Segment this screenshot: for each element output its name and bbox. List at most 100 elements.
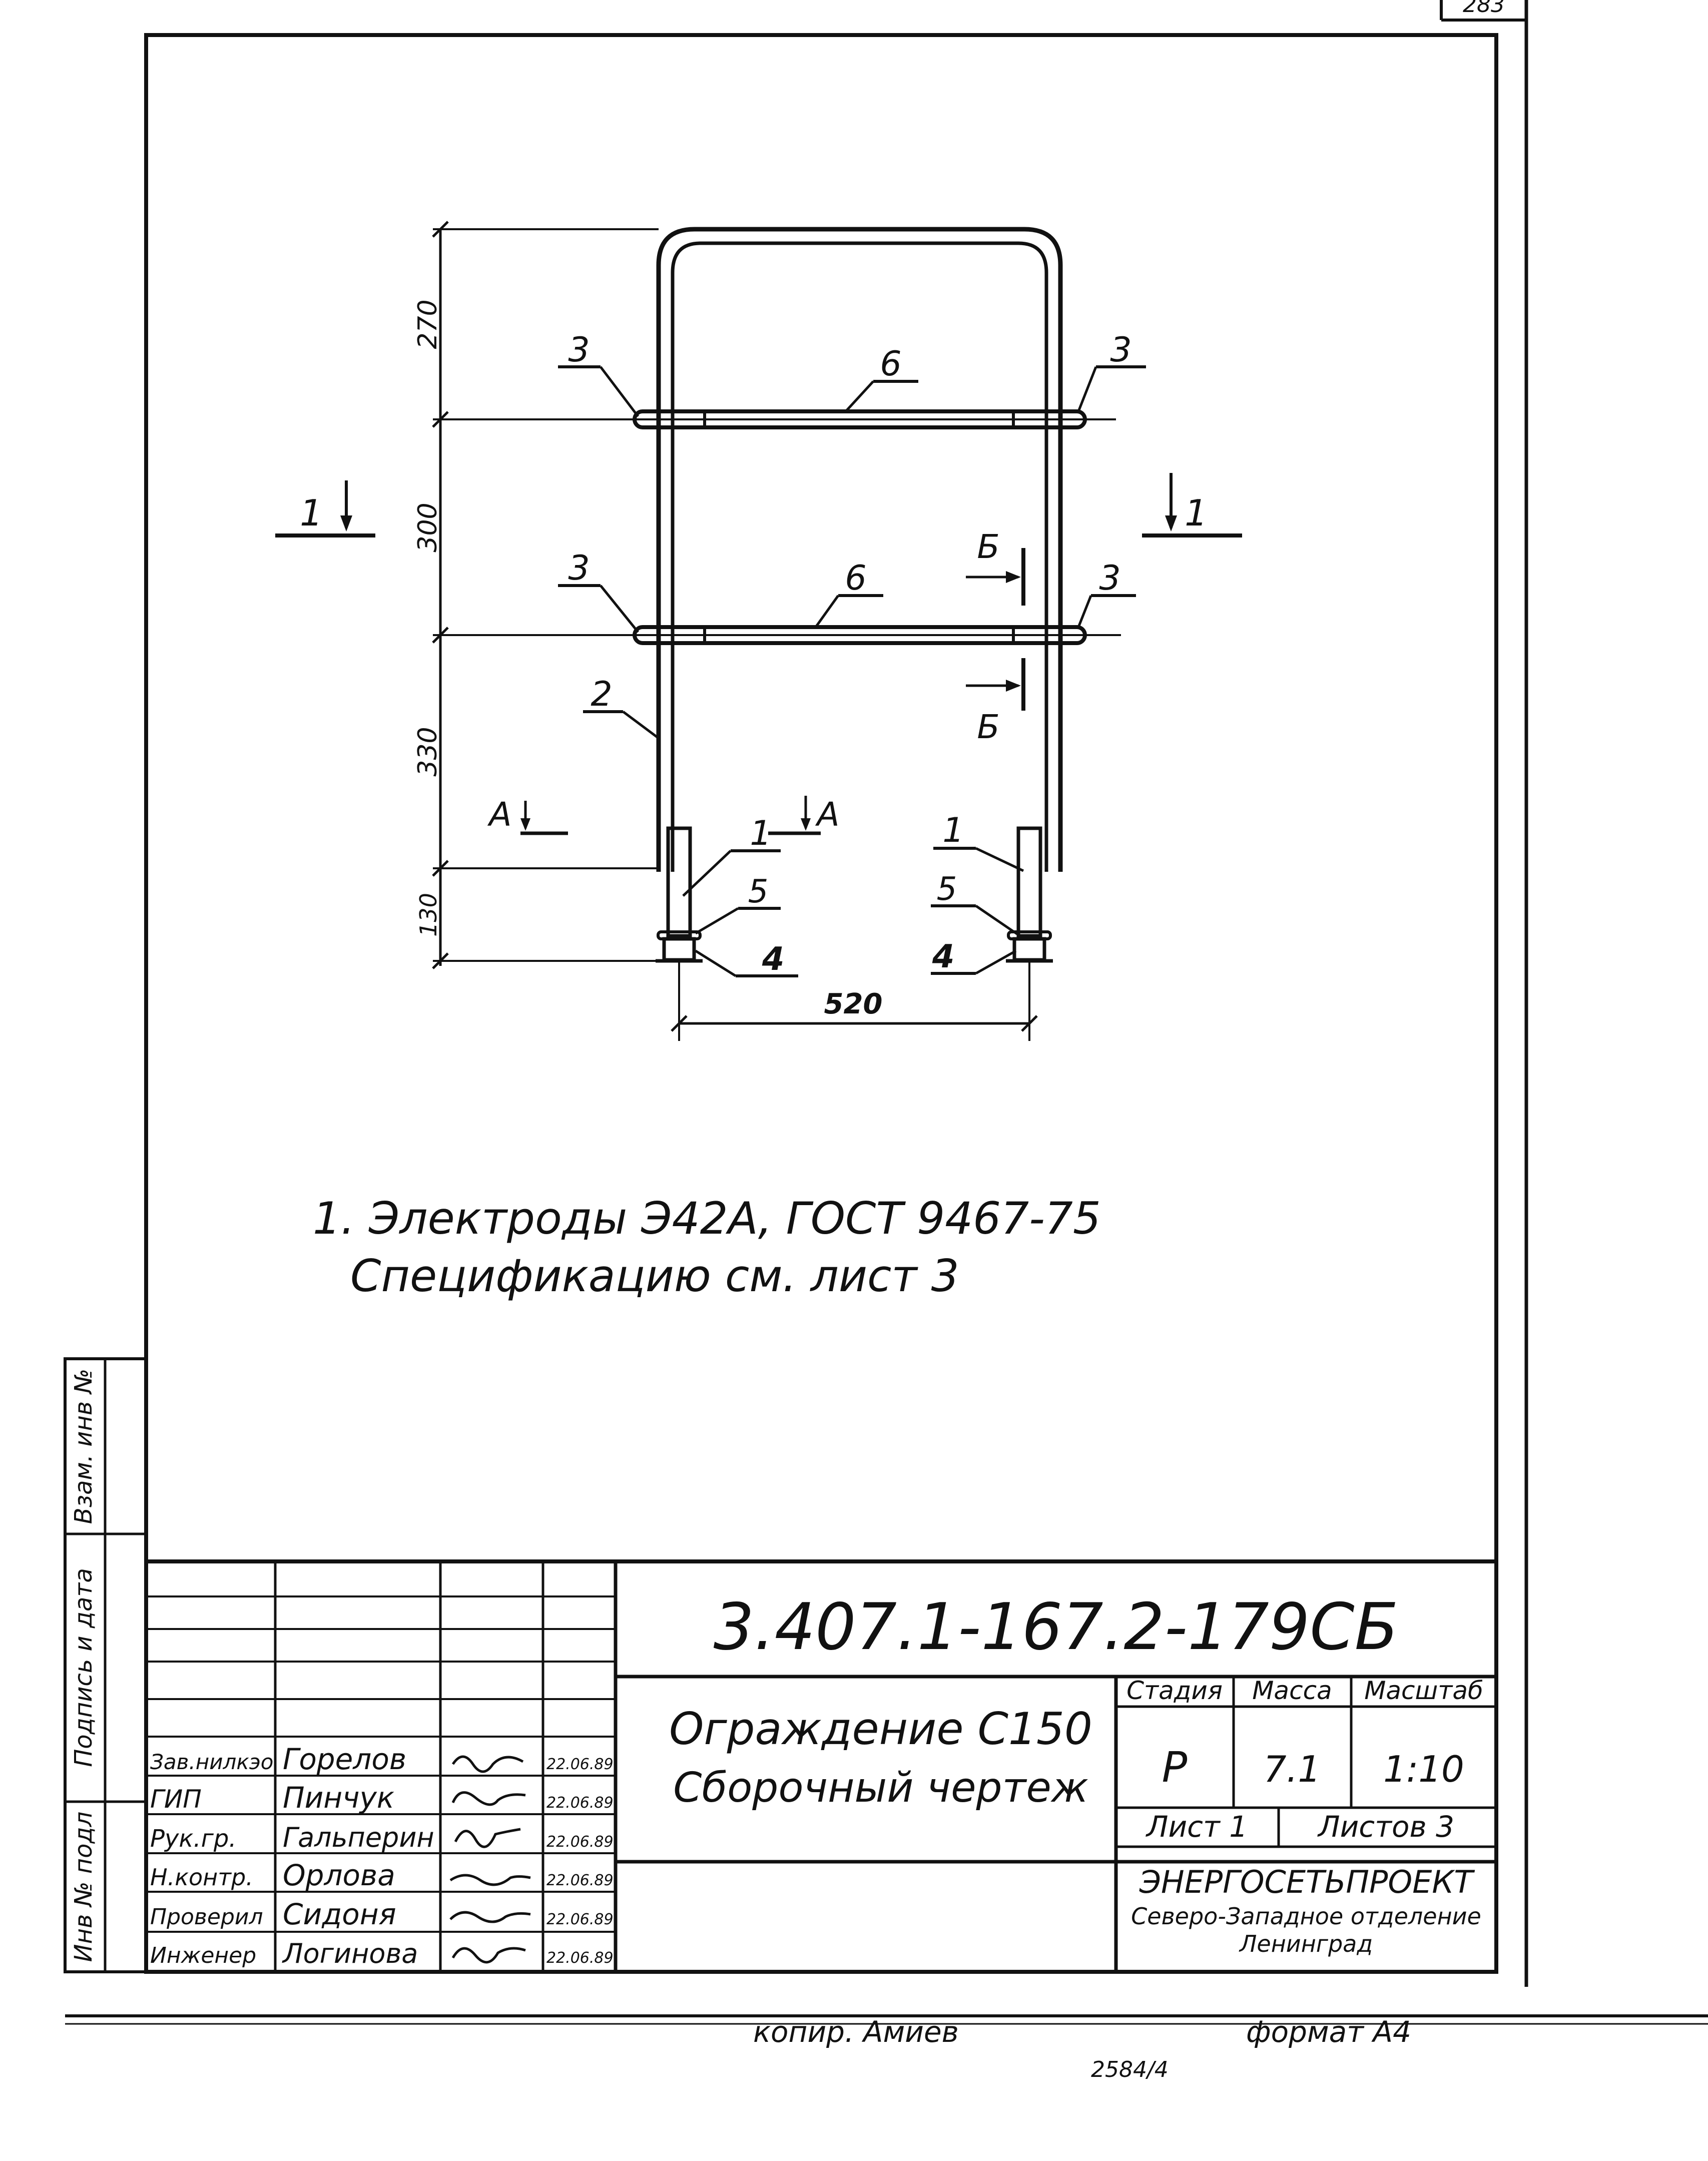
- role-1: ГИП: [150, 1785, 202, 1814]
- callout-4-right: 4: [932, 938, 955, 975]
- leader-6-upper: [845, 380, 874, 412]
- dim-300: 300: [413, 502, 443, 552]
- callout-1-left: 1: [750, 814, 771, 853]
- note-specification: Спецификацию см. лист 3: [350, 1250, 959, 1302]
- leader-5-left: [695, 907, 739, 935]
- signature-mark: [449, 1874, 531, 1886]
- tick-crossbar-lower: [432, 627, 449, 644]
- leader-4-left: [695, 949, 737, 977]
- name-0: Горелов: [283, 1742, 406, 1776]
- leader-6-lower: [814, 595, 840, 628]
- date-2: 22.06.89: [546, 1833, 614, 1851]
- footer-number: 2584/4: [1091, 2057, 1169, 2082]
- role-5: Инженер: [150, 1943, 256, 1968]
- section-a-left-label: А: [487, 795, 511, 834]
- signature-mark: [454, 1828, 521, 1848]
- signatures: [449, 1755, 531, 1964]
- org-line-3: Ленинград: [1239, 1930, 1373, 1957]
- callout-4-left: 4: [762, 941, 785, 978]
- callout-5-right: 5: [937, 871, 957, 908]
- org-line-1: ЭНЕРГОСЕТЬПРОЕКТ: [1139, 1864, 1475, 1900]
- callout-6-upper: 6: [880, 344, 901, 384]
- leader-2: [622, 710, 660, 740]
- section-a-left-arrowhead: [520, 818, 530, 831]
- name-4: Сидоня: [283, 1897, 396, 1931]
- dim-330: 330: [413, 727, 443, 776]
- mass-header: Масса: [1252, 1676, 1332, 1705]
- signature-mark: [451, 1947, 526, 1964]
- signature-mark: [449, 1911, 531, 1923]
- section-1-left-label: 1: [300, 492, 323, 534]
- callout-3-upper-right: 3: [1110, 330, 1131, 370]
- role-3: Н.контр.: [150, 1864, 253, 1891]
- leader-3-lower-left: [600, 585, 639, 633]
- callout-3-lower-right: 3: [1099, 559, 1120, 598]
- role-4: Проверил: [150, 1904, 263, 1930]
- callout-6-lower: 6: [845, 559, 866, 598]
- title-block: 3.407.1-167.2-179СБ Ограждение С150 Сбор…: [144, 1559, 1498, 1974]
- leader-4-right: [975, 949, 1017, 975]
- section-b-bottom-arrowhead: [1006, 680, 1021, 692]
- stud-left: [666, 826, 692, 938]
- name-5: Логинова: [282, 1938, 418, 1969]
- tick-top: [432, 221, 449, 238]
- signature-mark: [451, 1755, 524, 1773]
- date-0: 22.06.89: [546, 1756, 614, 1773]
- name-2: Гальперин: [283, 1822, 434, 1853]
- dimensions: 270 300 330 130 520: [413, 221, 1121, 1041]
- sheet-label: Лист 1: [1146, 1810, 1248, 1844]
- tick-stud-top: [432, 860, 449, 877]
- sheets-label: Листов 3: [1317, 1810, 1454, 1844]
- leader-5-right: [975, 904, 1019, 936]
- leader-1-right: [975, 847, 1024, 872]
- callout-1-right: 1: [942, 811, 964, 850]
- nut-right: [1012, 937, 1046, 962]
- leader-3-upper-left: [600, 366, 639, 417]
- side-stamp: Взам. инв № Подпись и дата Инв № подл: [64, 1357, 148, 1973]
- side-stamp-sign-date: Подпись и дата: [70, 1568, 98, 1767]
- name-3: Орлова: [283, 1858, 395, 1892]
- date-5: 22.06.89: [546, 1949, 614, 1967]
- leader-3-lower-right: [1077, 595, 1092, 628]
- stage-value: Р: [1162, 1743, 1188, 1792]
- callout-3-upper-left: 3: [568, 330, 590, 370]
- mass-value: 7.1: [1264, 1748, 1321, 1790]
- name-1: Пинчук: [283, 1781, 394, 1815]
- footer-format: формат А4: [1246, 2015, 1411, 2049]
- dim-520-tick-right: [1021, 1015, 1038, 1032]
- section-b-top-label: Б: [977, 527, 999, 566]
- scale-value: 1:10: [1383, 1748, 1464, 1790]
- section-1-left-arrowhead: [340, 515, 352, 531]
- leader-1-left: [682, 850, 732, 897]
- stage-header: Стадия: [1126, 1676, 1223, 1705]
- note-electrodes: 1. Электроды Э42А, ГОСТ 9467-75: [313, 1193, 1101, 1244]
- signature-mark: [451, 1791, 526, 1806]
- section-a-right-label: А: [815, 795, 839, 834]
- date-4: 22.06.89: [546, 1911, 614, 1928]
- section-a-right-arrowhead: [801, 818, 811, 831]
- dim-520: 520: [824, 988, 883, 1020]
- stud-right: [1016, 826, 1042, 938]
- section-b-top-arrowhead: [1006, 571, 1021, 583]
- section-b-bottom-label: Б: [977, 708, 999, 746]
- leader-3-upper-right: [1077, 366, 1097, 412]
- part-callouts: 3 6 3 3 6 3 2 1 5 4: [558, 330, 1146, 978]
- footer-copied: копир. Амиев: [753, 2015, 959, 2049]
- frame-tube-inner: [671, 241, 1048, 872]
- callout-2: 2: [591, 675, 612, 714]
- corner-sheet-number: 283: [1463, 0, 1505, 18]
- title-line-2: Сборочный чертеж: [673, 1764, 1088, 1812]
- dim-130: 130: [415, 893, 442, 937]
- scale-header: Масштаб: [1364, 1676, 1483, 1705]
- nut-left: [662, 937, 696, 962]
- callout-3-lower-left: 3: [568, 549, 590, 588]
- date-3: 22.06.89: [546, 1872, 614, 1889]
- callout-5-left: 5: [748, 873, 769, 910]
- org-line-2: Северо-Западное отделение: [1131, 1903, 1481, 1930]
- title-line-1: Ограждение С150: [669, 1703, 1092, 1755]
- dim-520-tick-left: [671, 1015, 688, 1032]
- side-stamp-inv-no: Инв № подл: [70, 1812, 98, 1962]
- section-markers: 1 1 Б Б А А: [275, 473, 1242, 835]
- tick-bottom: [432, 952, 449, 969]
